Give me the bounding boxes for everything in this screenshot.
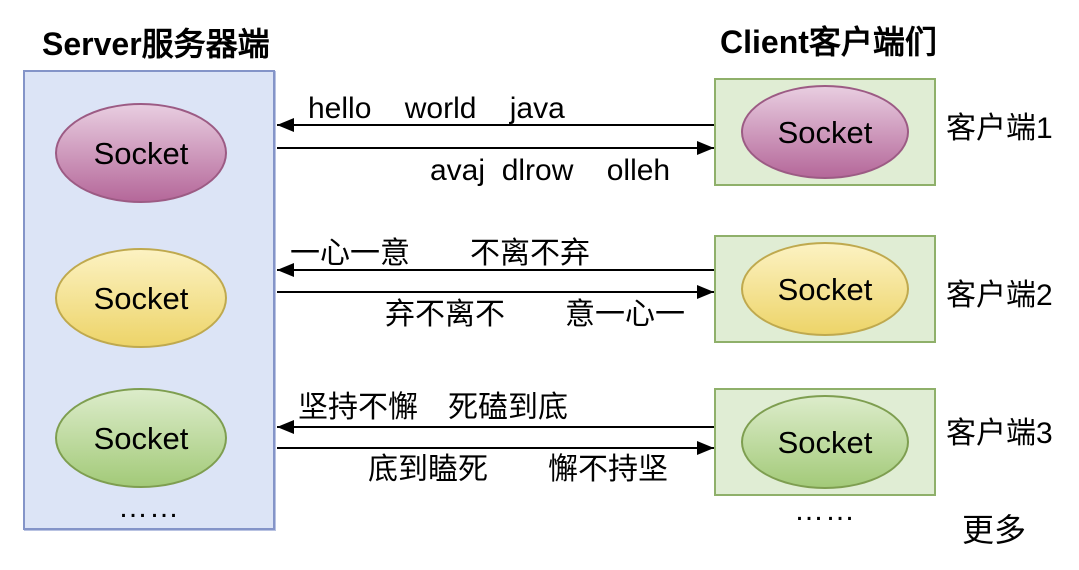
client-more-dots: …… bbox=[794, 494, 856, 527]
arrowhead-left-icon bbox=[277, 420, 294, 434]
client-2-name: 客户端2 bbox=[946, 279, 1053, 312]
channel-3-to-server-text: 坚持不懈 死磕到底 bbox=[298, 391, 568, 424]
channel-1-to-server-text: hello world java bbox=[308, 92, 565, 125]
server-socket-2-label: Socket bbox=[93, 280, 189, 316]
channel-3-to-client-text: 底到瞌死 懈不持坚 bbox=[368, 453, 668, 486]
server-more-dots: …… bbox=[118, 491, 180, 524]
server-socket-3-label: Socket bbox=[93, 420, 189, 456]
server-socket-1: Socket bbox=[55, 103, 227, 203]
client-socket-1-label: Socket bbox=[777, 114, 873, 150]
arrowhead-left-icon bbox=[277, 118, 294, 132]
client-box-2: Socket bbox=[714, 235, 936, 343]
arrowhead-right-icon bbox=[697, 441, 714, 455]
channel-2-to-server-text: 一心一意 不离不弃 bbox=[290, 237, 590, 270]
client-3-name: 客户端3 bbox=[946, 417, 1053, 450]
client-title: Client客户端们 bbox=[720, 24, 937, 60]
client-socket-3: Socket bbox=[741, 395, 909, 489]
channel-2-arrow-to-client bbox=[277, 285, 714, 299]
channel-1-to-client-text: avaj dlrow olleh bbox=[430, 154, 671, 187]
server-socket-1-label: Socket bbox=[93, 135, 189, 171]
channel-2-arrow-to-server bbox=[277, 263, 714, 277]
client-box-3: Socket bbox=[714, 388, 936, 496]
client-socket-1: Socket bbox=[741, 85, 909, 179]
channel-1-arrow-to-client bbox=[277, 141, 714, 155]
more-clients-label: 更多 bbox=[962, 512, 1027, 548]
client-box-1: Socket bbox=[714, 78, 936, 186]
client-socket-2-label: Socket bbox=[777, 271, 873, 307]
server-socket-2: Socket bbox=[55, 248, 227, 348]
channel-3-arrow-to-server bbox=[277, 420, 714, 434]
arrowhead-right-icon bbox=[697, 141, 714, 155]
server-box: Socket Socket Socket …… bbox=[23, 70, 275, 530]
arrowhead-right-icon bbox=[697, 285, 714, 299]
client-1-name: 客户端1 bbox=[946, 112, 1053, 145]
server-socket-3: Socket bbox=[55, 388, 227, 488]
client-socket-3-label: Socket bbox=[777, 424, 873, 460]
server-title: Server服务器端 bbox=[42, 26, 270, 62]
channel-2-to-client-text: 弃不离不 意一心一 bbox=[385, 298, 685, 331]
channel-1-arrow-to-server bbox=[277, 118, 714, 132]
channel-3-arrow-to-client bbox=[277, 441, 714, 455]
client-socket-2: Socket bbox=[741, 242, 909, 336]
arrowhead-left-icon bbox=[277, 263, 294, 277]
